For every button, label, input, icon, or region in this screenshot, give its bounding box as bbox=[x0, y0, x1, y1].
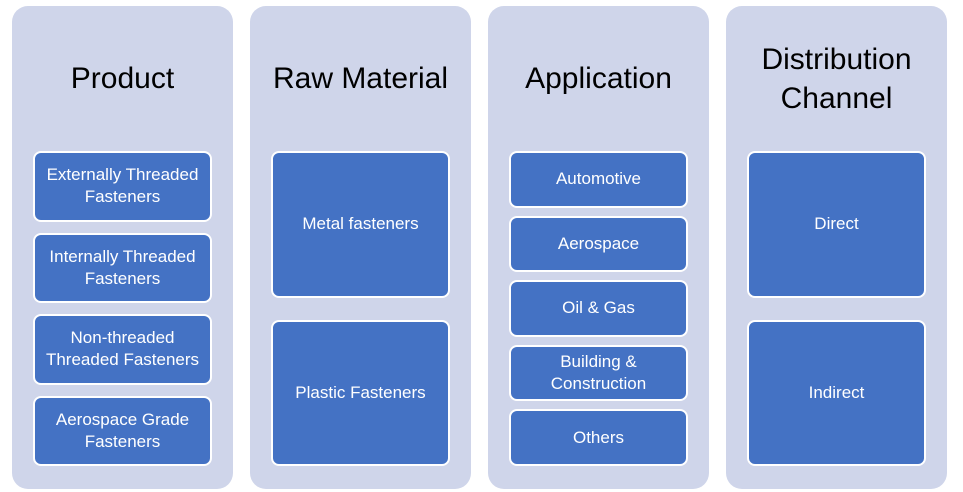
segment-box: Direct bbox=[747, 151, 926, 298]
segment-box: Externally Threaded Fasteners bbox=[33, 151, 212, 222]
segment-box: Aerospace Grade Fasteners bbox=[33, 395, 212, 466]
segment-box: Metal fasteners bbox=[271, 151, 450, 298]
column-title: Product bbox=[70, 62, 175, 95]
column-raw-material: Raw Material Metal fasteners Plastic Fas… bbox=[250, 6, 471, 489]
column-application: Application Automotive Aerospace Oil & G… bbox=[488, 6, 709, 489]
segment-box: Automotive bbox=[509, 151, 688, 208]
segment-box: Aerospace bbox=[509, 215, 688, 273]
segment-box: Indirect bbox=[747, 319, 926, 466]
segment-box: Building & Construction bbox=[509, 344, 688, 402]
column-title: Distribution Channel bbox=[761, 42, 912, 115]
segment-box: Non-threaded Threaded Fasteners bbox=[33, 314, 212, 385]
column-product: Product Externally Threaded Fasteners In… bbox=[12, 6, 233, 489]
segment-box: Plastic Fasteners bbox=[271, 319, 450, 466]
column-distribution-channel: Distribution Channel Direct Indirect bbox=[726, 6, 947, 489]
column-title: Application bbox=[525, 62, 672, 95]
segment-box: Oil & Gas bbox=[509, 280, 688, 337]
column-title: Raw Material bbox=[272, 62, 449, 95]
segment-box: Internally Threaded Fasteners bbox=[33, 232, 212, 303]
segment-box: Others bbox=[509, 409, 688, 466]
